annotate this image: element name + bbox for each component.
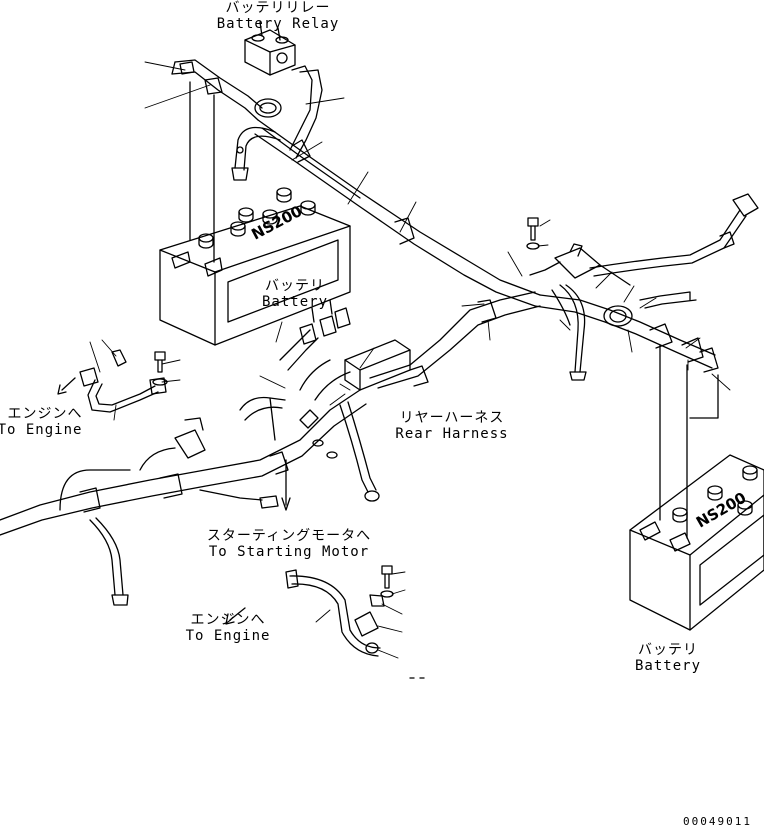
rear-harness-label-jp: リヤーハーネス: [399, 410, 505, 426]
battery-relay-label-jp: バッテリリレー: [225, 0, 331, 16]
engine-bottom-label-jp: エンジンへ: [190, 612, 266, 628]
engine-bottom-label-en: To Engine: [185, 628, 271, 644]
engine-cable-upper: [57, 349, 168, 413]
bolt-center: [526, 217, 540, 250]
lower-harness: [0, 299, 411, 606]
battery-top-label-jp: バッテリ: [265, 278, 325, 294]
starting-motor-label-en: To Starting Motor: [208, 544, 370, 560]
leader-lines: [89, 61, 731, 659]
battery-left: [159, 187, 351, 346]
engine-cable-lower: [225, 565, 394, 657]
battery-right-label-en: Battery: [634, 658, 702, 674]
battery-relay: [244, 21, 296, 76]
engine-left-label-jp: エンジンへ: [7, 406, 83, 422]
drawing-code: 00049011: [683, 815, 752, 828]
battery-right: [629, 454, 764, 631]
post-e: [689, 374, 719, 419]
battery-relay-label-en: Battery Relay: [216, 16, 340, 32]
relay-cable-left: [171, 59, 263, 121]
battery-top-label-en: Battery: [261, 294, 329, 310]
main-harness: [254, 119, 759, 389]
short-cable-left: [231, 126, 281, 181]
engine-left-label-en: To Engine: [0, 422, 83, 438]
starting-motor-label-jp: スターティングモータへ: [206, 528, 372, 544]
grommet-left: [254, 98, 282, 118]
relay-cable-right: [289, 65, 323, 159]
rear-harness-label-en: Rear Harness: [395, 426, 509, 442]
battery-right-label-jp: バッテリ: [638, 642, 698, 658]
